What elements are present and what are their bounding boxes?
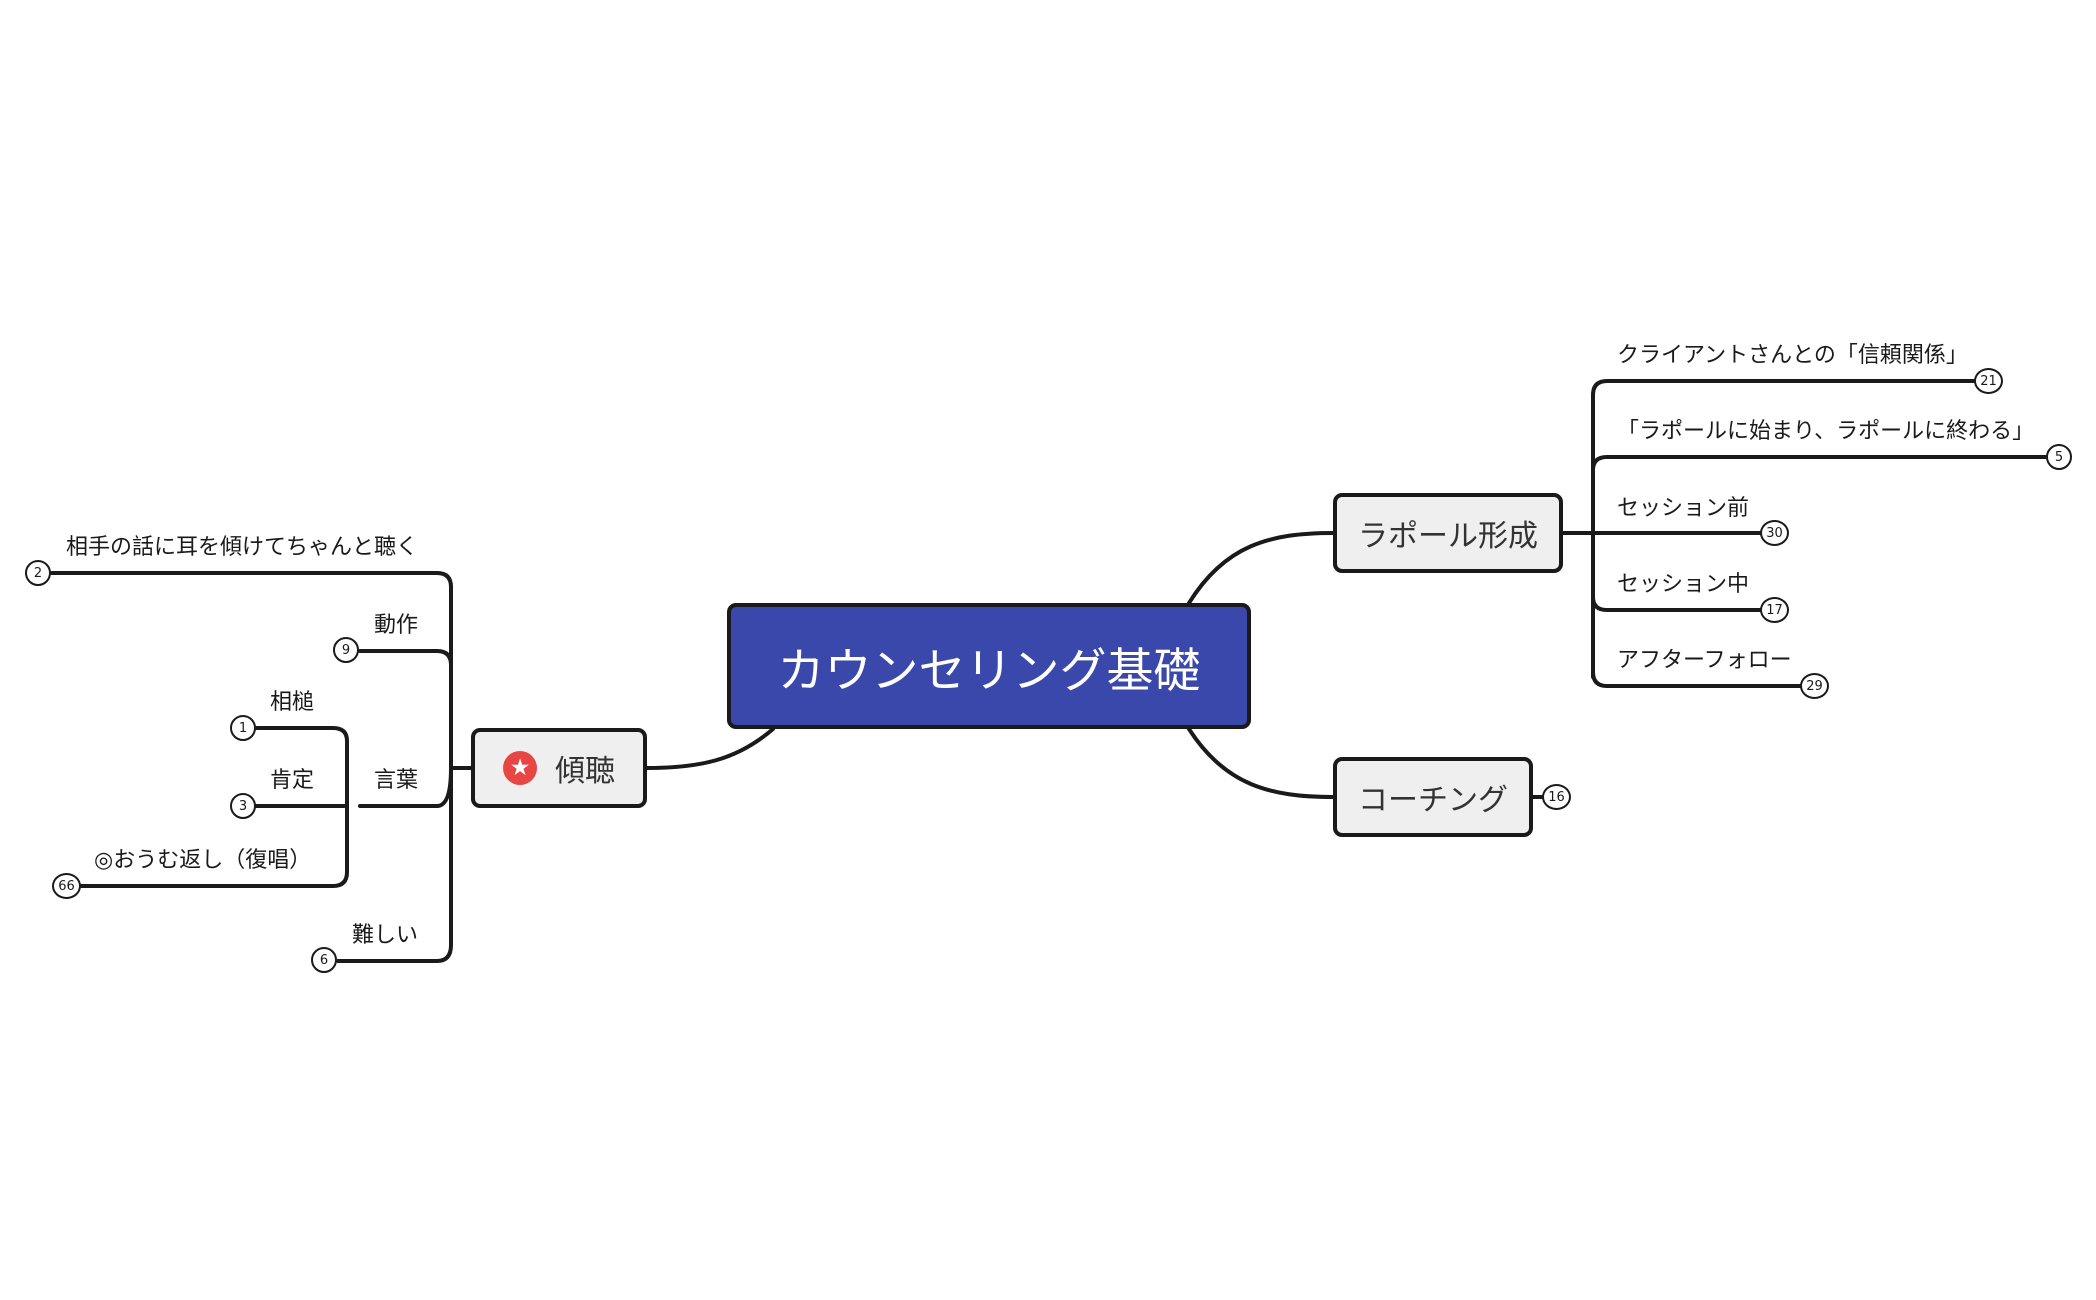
kotoba-item-koutei[interactable]: 肯定 [270,768,315,793]
keichou-item-kotoba[interactable]: 言葉 [374,768,419,793]
rapport-line-5 [1591,670,1803,688]
branch-coaching[interactable]: コーチング [1333,757,1533,837]
rapport-item-during-session[interactable]: セッション中 [1617,572,1750,597]
rapport-item-after-follow[interactable]: アフターフォロー [1617,648,1792,673]
count-badge[interactable]: 66 [52,873,81,899]
keichou-line-2 [358,649,453,667]
central-topic[interactable]: カウンセリング基礎 [727,603,1251,729]
star-icon: ★ [503,751,537,785]
keichou-line-4 [336,943,453,963]
count-badge[interactable]: 16 [1542,784,1571,810]
branch-keichou-label: 傾聴 [555,754,615,789]
keichou-item-dousa[interactable]: 動作 [374,613,419,638]
keichou-line-1 [50,571,453,589]
rapport-spine [1561,393,1595,679]
count-badge[interactable]: 5 [2046,444,2072,470]
count-badge[interactable]: 3 [230,793,256,819]
rapport-line-2 [1591,455,2048,472]
central-topic-label: カウンセリング基礎 [777,643,1201,699]
rapport-item-quote[interactable]: 「ラポールに始まり、ラポールに終わる」 [1617,419,2035,444]
keichou-item-listen[interactable]: 相手の話に耳を傾けてちゃんと聴く [66,535,419,560]
count-badge[interactable]: 21 [1974,368,2003,394]
link-root-rapport [1187,531,1335,605]
branch-rapport-label: ラポール形成 [1358,519,1538,554]
kotoba-line-3 [78,870,349,888]
count-badge[interactable]: 6 [311,947,337,973]
branch-rapport[interactable]: ラポール形成 [1333,493,1563,573]
count-badge[interactable]: 30 [1760,520,1789,546]
link-root-keichou [645,727,775,770]
rapport-line-4 [1591,595,1764,612]
count-badge[interactable]: 29 [1800,673,1829,699]
kotoba-item-aizuchi[interactable]: 相槌 [270,690,315,715]
kotoba-line-1 [255,726,349,743]
rapport-item-trust[interactable]: クライアントさんとの「信頼関係」 [1617,343,1968,368]
branch-keichou[interactable]: ★ 傾聴 [471,728,647,808]
keichou-line-3 [358,766,453,808]
count-badge[interactable]: 9 [333,637,359,663]
count-badge[interactable]: 17 [1760,597,1789,623]
rapport-item-before-session[interactable]: セッション前 [1617,496,1750,521]
kotoba-item-oumu[interactable]: ◎おうむ返し（復唱） [94,848,312,873]
link-root-coaching [1187,727,1335,799]
rapport-line-1 [1591,379,1990,397]
branch-coaching-label: コーチング [1358,783,1508,818]
keichou-item-muzukashii[interactable]: 難しい [352,923,419,948]
count-badge[interactable]: 1 [230,715,256,741]
count-badge[interactable]: 2 [25,560,51,586]
